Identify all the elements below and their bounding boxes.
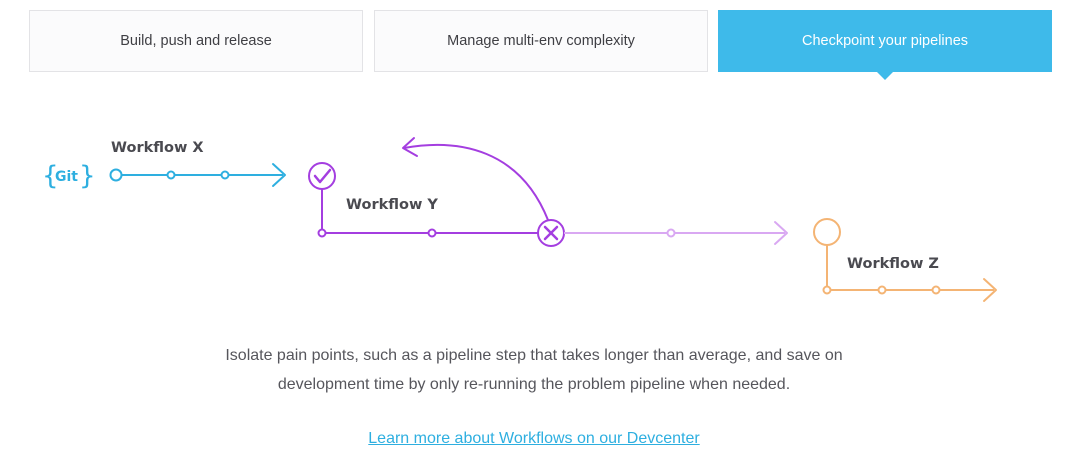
tab-manage-multi-env[interactable]: Manage multi-env complexity [374,10,708,72]
workflow-z-step-node [822,285,832,295]
workflow-z-step-node [931,285,941,295]
workflow-y-step-node [427,228,437,238]
git-brace-left: { [42,161,59,191]
arrow-right-icon [272,163,286,187]
workflow-z-start-node [813,218,841,246]
arrow-right-icon [774,221,788,245]
learn-more-container: Learn more about Workflows on our Devcen… [0,428,1068,450]
git-badge: { Git } [42,161,96,191]
curved-arrow-icon [403,143,549,221]
workflow-z: Workflow Z [813,218,997,302]
tab-label: Build, push and release [120,33,272,49]
curved-arrow-head [402,137,418,157]
checkmark-icon [308,162,336,190]
feature-tabs: Build, push and release Manage multi-env… [29,10,1052,80]
workflow-x-step-node [220,170,230,180]
checkmark-glyph [313,168,332,184]
workflow-x-step-node [166,170,176,180]
workflow-z-step-node [877,285,887,295]
workflow-z-label: Workflow Z [847,256,939,272]
tab-label: Checkpoint your pipelines [801,33,969,49]
workflow-x-label: Workflow X [111,140,204,156]
learn-more-link[interactable]: Learn more about Workflows on our Devcen… [368,430,700,447]
x-glyph [543,225,559,241]
workflow-x: Workflow X [109,140,286,187]
git-brace-right: } [79,161,96,191]
workflow-y: Workflow Y [308,137,788,247]
arrow-right-icon [983,278,997,302]
workflow-x-start-node [109,168,123,182]
workflow-y-label: Workflow Y [346,197,438,213]
tab-build-push-release[interactable]: Build, push and release [29,10,363,72]
git-label: Git [55,169,78,185]
tab-checkpoint-pipelines[interactable]: Checkpoint your pipelines [718,10,1052,80]
tab-label: Manage multi-env complexity [447,33,635,49]
workflow-y-skipped-node [666,228,676,238]
workflow-y-step-node [317,228,327,238]
pipeline-diagram: { Git } Workflow X Workflow Y [42,137,997,302]
feature-description: Isolate pain points, such as a pipeline … [225,347,843,393]
